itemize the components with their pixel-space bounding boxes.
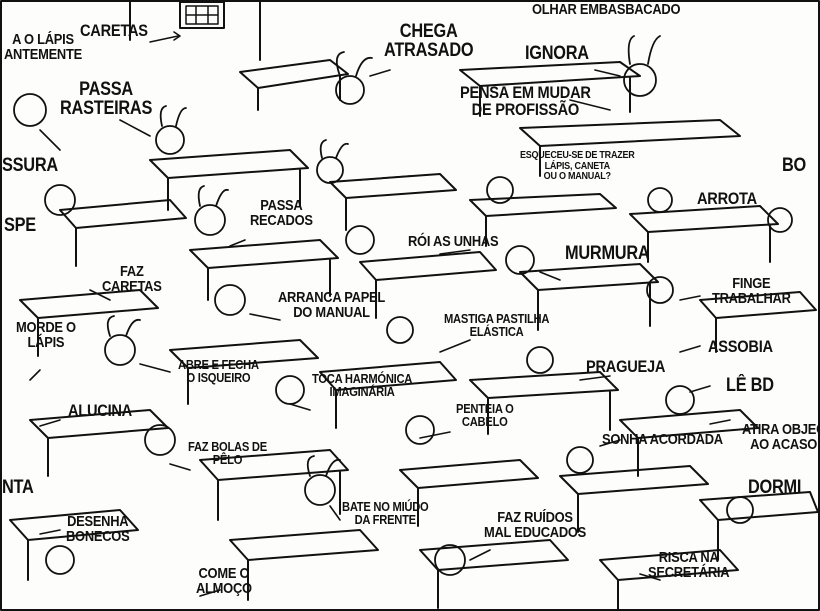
label-caretas-top: CARETAS <box>80 21 148 40</box>
label-assobia: ASSOBIA <box>708 337 773 356</box>
label-le-bd: LÊ BD <box>726 375 774 396</box>
label-praguejar: PRAGUEJA <box>586 357 666 376</box>
label-ignora: IGNORA <box>525 43 589 64</box>
label-alucina: ALUCINA <box>68 401 132 420</box>
label-nta: NTA <box>2 477 34 498</box>
label-dorme: DORMI <box>748 477 802 498</box>
label-spe: SPE <box>4 215 36 236</box>
label-arrota: ARROTA <box>697 189 757 208</box>
label-ssura: SSURA <box>2 155 58 176</box>
label-olhar-embasbacado: OLHAR EMBASBACADO <box>532 1 681 18</box>
label-murmura: MURMURA <box>565 243 650 264</box>
label-bo: BO <box>782 155 806 176</box>
label-sonha-acordada: SONHA ACORDADA <box>602 431 723 448</box>
label-roi-unhas: RÓI AS UNHAS <box>408 233 499 250</box>
